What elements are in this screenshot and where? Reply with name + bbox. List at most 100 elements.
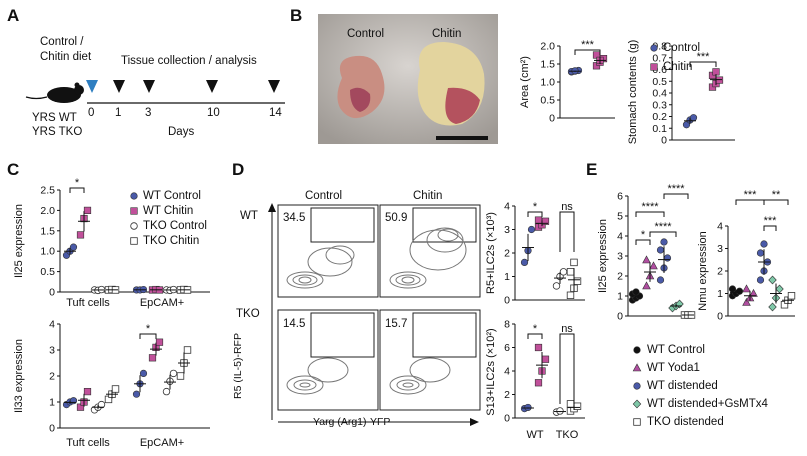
genotype-tko: YRS TKO — [32, 126, 83, 138]
stomach-sig: *** — [697, 51, 711, 63]
panel-c-label: C — [7, 160, 20, 179]
e-nmu-c-bracket — [763, 225, 777, 231]
legend-e-gsmtx4: WT distended+GsMTx4 — [647, 398, 768, 410]
e-nmu-group-3-point — [768, 275, 777, 285]
r5-wt-control-point — [527, 225, 536, 234]
gate-value-wt-chitin: 50.9 — [385, 212, 408, 224]
e-il25-chart-tick-label: 6 — [617, 191, 623, 203]
e-il25-chart-tick-label: 0 — [617, 311, 623, 323]
e-il25-chart-y-label: Il25 expression — [597, 219, 609, 293]
r5-tko-sig: ns — [561, 201, 573, 213]
stomach-photo — [318, 14, 498, 144]
legend-b-control: Control — [663, 42, 701, 54]
s13-wt-bracket — [527, 333, 543, 339]
s13-chart-tick-label: 2 — [504, 389, 510, 401]
r5-wt-control-point — [520, 258, 529, 267]
il33-sig: * — [146, 323, 151, 335]
il25-wt-chitin-point — [83, 206, 92, 215]
flow-x-axis-label: Yarg (Arg1)-YFP — [313, 416, 391, 428]
e-nmu-group-2-point — [760, 240, 768, 248]
legend-e-wt-yoda1: WT Yoda1 — [647, 362, 700, 374]
il33-tko-control-point — [162, 387, 171, 396]
e-nmu-chart-tick-label: 2 — [717, 266, 723, 278]
il33-wt-control-point — [139, 369, 148, 378]
s13-tko-chitin-point — [573, 402, 582, 410]
genotype-wt: YRS WT — [32, 112, 77, 124]
legend-e-wt-control: WT Control — [647, 344, 705, 356]
legend-c-marker-4 — [130, 237, 138, 245]
il25-chart-tick-label: 2.5 — [40, 185, 55, 197]
il33-chart-tick-label: 0 — [49, 423, 55, 435]
legend-c-wt-chitin: WT Chitin — [143, 205, 194, 217]
s13-wt-chitin-point — [534, 343, 543, 352]
e-nmu-group-3-point — [768, 302, 777, 312]
r5-chart-tick-label: 0 — [504, 295, 510, 307]
flow-col-chitin: Chitin — [413, 190, 443, 202]
e-nmu-a-sig: *** — [744, 189, 758, 201]
e-nmu-chart-y-label: Nmu expression — [697, 231, 709, 310]
s13-wt-sig: * — [533, 323, 538, 335]
stomach-chart-tick-label: 0 — [661, 135, 667, 147]
photo-label-control: Control — [347, 28, 385, 40]
gate-value-tko-chitin: 15.7 — [385, 318, 408, 330]
il25-chart-tick-label: 0 — [49, 287, 55, 299]
il25-cat-tuft: Tuft cells — [66, 297, 110, 309]
stomach-chart-tick-label: 0.2 — [652, 111, 667, 123]
tissue-marker-4 — [268, 80, 280, 93]
r5-wt-bracket — [527, 211, 543, 217]
stomach-chart-tick-label: 0.5 — [652, 76, 667, 88]
legend-c-tko-control: TKO Control — [143, 220, 207, 232]
il33-tko-control-point — [97, 400, 106, 409]
e-nmu-group-2-point — [756, 276, 765, 284]
area-chart-tick-label: 0.5 — [540, 95, 555, 107]
day-0: 0 — [88, 107, 95, 119]
stomach-control-point — [689, 114, 698, 122]
e-il25-group-2-point — [663, 254, 672, 262]
r5-chart-tick-label: 4 — [504, 201, 510, 213]
e-nmu-chart-tick-label: 1 — [717, 288, 723, 300]
r5-wt-sig: * — [533, 201, 538, 213]
il25-wt-control-point — [69, 243, 78, 251]
legend-e-marker-5 — [633, 418, 641, 426]
e-nmu-chart-tick-label: 0 — [717, 311, 723, 323]
flow-row-tko: TKO — [236, 308, 260, 320]
area-chart-tick-label: 2.0 — [540, 41, 555, 53]
e-il25-a-sig: * — [641, 229, 646, 241]
e-nmu-group-0-point — [728, 285, 737, 293]
e-nmu-group-0-point — [735, 287, 744, 295]
gate-value-tko-control: 14.5 — [283, 318, 306, 330]
area-chart-tick-label: 0 — [549, 113, 555, 125]
e-il25-d-sig: **** — [667, 183, 685, 195]
il33-tko-chitin-point — [111, 385, 120, 393]
legend-e-wt-distended: WT distended — [647, 380, 718, 392]
s13-wt-chitin-point — [534, 379, 543, 387]
e-il25-a-bracket — [635, 239, 651, 245]
panel-d-label: D — [232, 160, 245, 179]
e-nmu-group-1-point — [742, 284, 751, 293]
diet-marker — [86, 80, 98, 93]
legend-b-chitin: Chitin — [663, 61, 693, 73]
il33-tko-control-point — [169, 369, 178, 378]
e-il25-chart-tick-label: 3 — [617, 251, 623, 263]
legend-c-marker-1 — [130, 192, 138, 200]
tissue-label: Tissue collection / analysis — [121, 55, 257, 67]
il33-cat-epcam: EpCAM+ — [140, 437, 184, 449]
il25-chart-tick-label: 2.0 — [40, 205, 55, 217]
e-il25-b-bracket — [649, 231, 677, 237]
flow-y-axis-label: R5 (IL-5)-RFP — [231, 333, 244, 399]
s13-chart-tick-label: 4 — [504, 366, 510, 378]
day-10: 10 — [207, 107, 220, 119]
e-il25-b-sig: **** — [654, 221, 672, 233]
stomach-chart-tick-label: 0.7 — [652, 52, 667, 64]
e-il25-group-2-point — [656, 246, 665, 254]
legend-c-marker-3 — [130, 222, 138, 230]
il25-chart-y-label: Il25 expression — [13, 204, 25, 278]
e-nmu-b-bracket — [763, 199, 789, 205]
panel-a-label: A — [7, 6, 20, 25]
il25-bracket — [69, 187, 85, 193]
legend-b-chitin-marker — [650, 63, 658, 71]
r5-chart-tick-label: 2 — [504, 248, 510, 260]
stomach-chart-tick-label: 0.3 — [652, 99, 667, 111]
e-il25-c-sig: **** — [641, 201, 659, 213]
r5-tko-bracket — [559, 211, 575, 252]
